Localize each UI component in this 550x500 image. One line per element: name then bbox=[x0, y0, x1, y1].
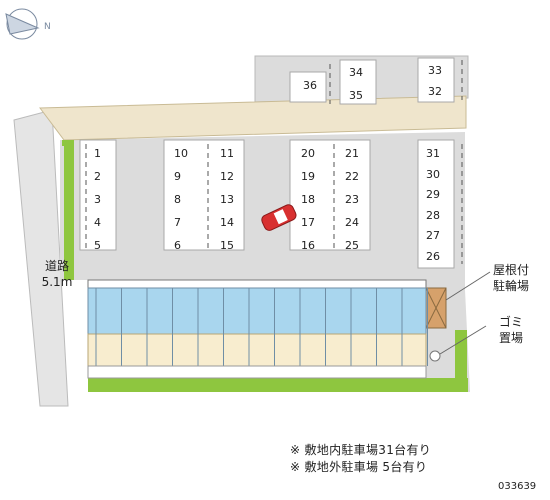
stall-box bbox=[417, 57, 455, 103]
stall-15: 15 bbox=[220, 239, 234, 252]
stall-20: 20 bbox=[301, 147, 315, 160]
stall-2: 2 bbox=[94, 170, 101, 183]
stall-14: 14 bbox=[220, 216, 234, 229]
stall-10: 10 bbox=[174, 147, 188, 160]
stall-block-c bbox=[289, 139, 371, 251]
stall-8: 8 bbox=[174, 193, 181, 206]
compass-north-label: N bbox=[44, 22, 51, 32]
stall-block-a bbox=[79, 139, 117, 251]
note-outside-parking: ※ 敷地外駐車場 5台有り bbox=[290, 460, 428, 474]
trash-area-label: ゴミ 置場 bbox=[498, 315, 523, 345]
stall-32: 32 bbox=[428, 85, 442, 98]
stall-11: 11 bbox=[220, 147, 234, 160]
compass-icon bbox=[5, 8, 40, 40]
stall-36: 36 bbox=[303, 79, 317, 92]
stall-19: 19 bbox=[301, 170, 315, 183]
stall-1: 1 bbox=[94, 147, 101, 160]
stall-31: 31 bbox=[426, 147, 440, 160]
car-icon bbox=[261, 204, 297, 231]
note-inside-parking: ※ 敷地内駐車場31台有り bbox=[290, 443, 432, 457]
stall-block-d bbox=[417, 139, 455, 269]
stall-box bbox=[339, 59, 377, 105]
stall-24: 24 bbox=[345, 216, 359, 229]
stall-9: 9 bbox=[174, 170, 181, 183]
stall-17: 17 bbox=[301, 216, 315, 229]
stall-18: 18 bbox=[301, 193, 315, 206]
stall-13: 13 bbox=[220, 193, 234, 206]
stall-34: 34 bbox=[349, 66, 363, 79]
stall-21: 21 bbox=[345, 147, 359, 160]
stall-box bbox=[289, 71, 327, 103]
stall-6: 6 bbox=[174, 239, 181, 252]
stall-22: 22 bbox=[345, 170, 359, 183]
stall-7: 7 bbox=[174, 216, 181, 229]
trash-area bbox=[429, 350, 441, 362]
stall-5: 5 bbox=[94, 239, 101, 252]
apartment-building bbox=[87, 279, 428, 379]
road-vertical bbox=[13, 109, 69, 407]
stall-27: 27 bbox=[426, 229, 440, 242]
stall-block-b bbox=[163, 139, 245, 251]
stall-23: 23 bbox=[345, 193, 359, 206]
greenery bbox=[62, 140, 468, 392]
stall-29: 29 bbox=[426, 188, 440, 201]
stall-26: 26 bbox=[426, 249, 440, 263]
bike-shed-label: 屋根付 駐輪場 bbox=[492, 263, 529, 293]
stall-25: 25 bbox=[345, 239, 359, 252]
road-label: 道路 5.1m bbox=[41, 259, 73, 289]
property-code: 033639 bbox=[498, 481, 537, 492]
stall-30: 30 bbox=[426, 167, 440, 181]
stall-12: 12 bbox=[220, 170, 234, 183]
stall-35: 35 bbox=[349, 89, 363, 102]
stall-33: 33 bbox=[428, 64, 442, 77]
stall-16: 16 bbox=[301, 239, 315, 252]
stall-3: 3 bbox=[94, 193, 101, 206]
stall-28: 28 bbox=[426, 208, 440, 222]
stall-4: 4 bbox=[94, 216, 101, 229]
